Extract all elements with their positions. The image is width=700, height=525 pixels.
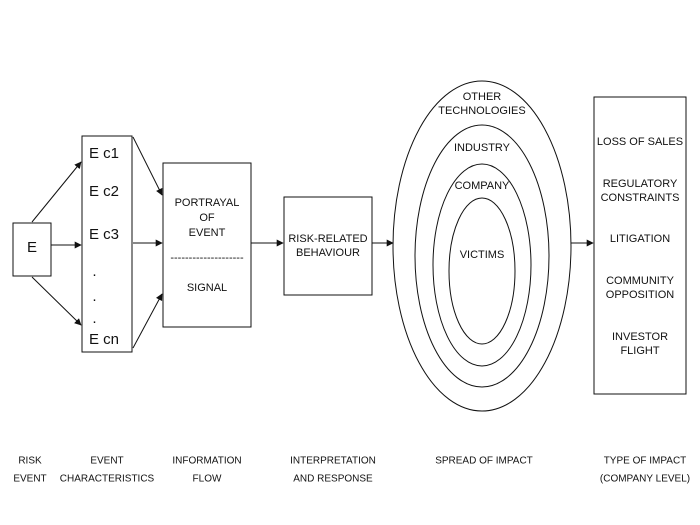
ring-victims — [448, 197, 516, 345]
impact-flight: FLIGHT — [620, 345, 659, 357]
event-box — [12, 222, 52, 277]
characteristic-dot: · — [92, 291, 97, 308]
characteristics-box — [81, 135, 133, 353]
behaviour-box — [283, 196, 373, 296]
ring-label-other: OTHER — [463, 91, 502, 103]
caption-risk: RISK — [18, 456, 42, 467]
ring-label-victims: VICTIMS — [460, 249, 505, 261]
caption-info-flow-2: FLOW — [193, 474, 222, 485]
ring-other-technologies — [392, 80, 572, 412]
arrow-cn-to-flow — [132, 293, 163, 349]
caption-interpretation-2: AND RESPONSE — [293, 474, 373, 485]
flow-event: EVENT — [189, 227, 226, 239]
impacts-box — [593, 96, 687, 395]
flow-signal: SIGNAL — [187, 282, 227, 294]
caption-info-flow-1: INFORMATION — [172, 456, 241, 467]
impact-regulatory: REGULATORY — [603, 178, 678, 190]
impact-opposition: OPPOSITION — [606, 289, 675, 301]
impact-litigation: LITIGATION — [610, 233, 670, 245]
behaviour-line-2: BEHAVIOUR — [296, 247, 360, 259]
flow-divider: -------------------- — [170, 252, 244, 264]
caption-event-char-1: EVENT — [90, 456, 123, 467]
caption-spread: SPREAD OF IMPACT — [435, 456, 533, 467]
impact-constraints: CONSTRAINTS — [601, 192, 680, 204]
caption-interpretation-1: INTERPRETATION — [290, 456, 376, 467]
information-flow-box — [162, 162, 252, 328]
impact-investor: INVESTOR — [612, 331, 668, 343]
characteristic-c1: E c1 — [89, 145, 119, 162]
ring-industry — [414, 124, 550, 388]
behaviour-line-1: RISK-RELATED — [288, 233, 367, 245]
arrow-c1-to-flow — [132, 136, 163, 196]
characteristic-dot: · — [92, 266, 97, 283]
caption-event: EVENT — [13, 474, 46, 485]
impact-loss-of-sales: LOSS OF SALES — [597, 136, 683, 148]
characteristic-dot: · — [92, 313, 97, 330]
caption-event-char-2: CHARACTERISTICS — [60, 474, 155, 485]
caption-impact-2: (COMPANY LEVEL) — [600, 474, 690, 485]
flow-of: OF — [199, 212, 215, 224]
ring-label-industry: INDUSTRY — [454, 142, 511, 154]
arrow-e-to-c1 — [31, 161, 82, 223]
impact-community: COMMUNITY — [606, 275, 674, 287]
characteristic-c2: E c2 — [89, 183, 119, 200]
ring-company — [432, 163, 532, 367]
ring-label-technologies: TECHNOLOGIES — [438, 105, 525, 117]
ring-label-company: COMPANY — [455, 180, 510, 192]
flow-portrayal: PORTRAYAL — [175, 197, 240, 209]
event-box-label: E — [27, 239, 37, 256]
caption-impact-1: TYPE OF IMPACT — [604, 456, 687, 467]
characteristic-c3: E c3 — [89, 226, 119, 243]
characteristic-cn: E cn — [89, 331, 119, 348]
arrow-e-to-cn — [31, 276, 82, 326]
